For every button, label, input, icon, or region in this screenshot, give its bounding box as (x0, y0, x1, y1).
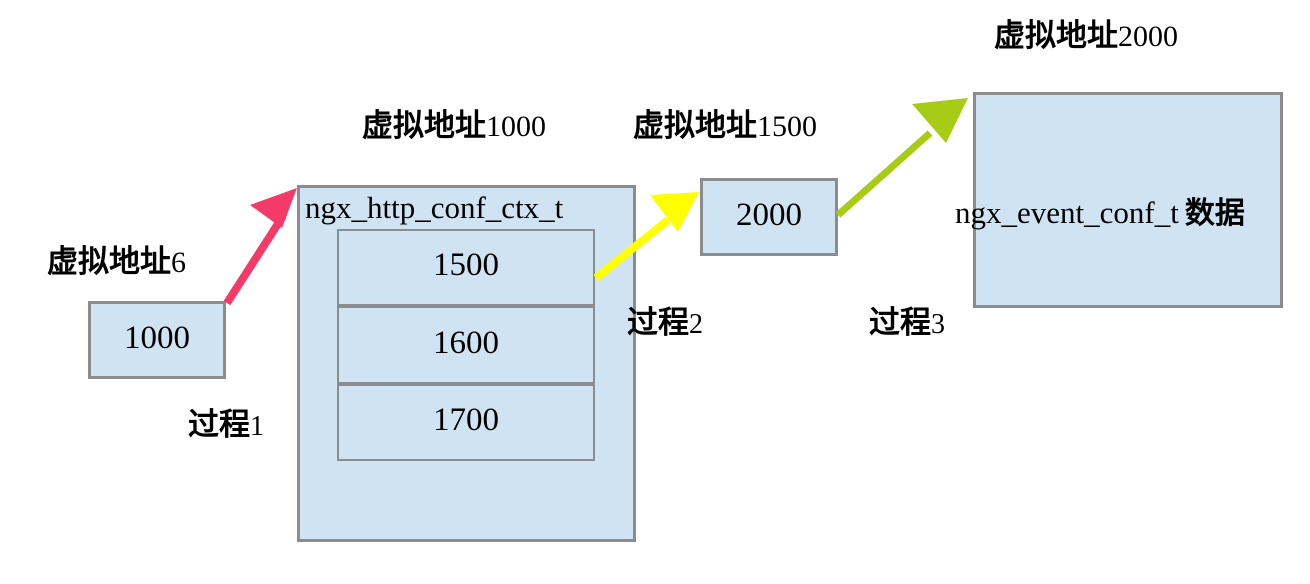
ctx-slot-1 (337, 306, 595, 384)
address-label-1500-value: 1500 (757, 110, 817, 143)
mid-pointer-box-value: 2000 (736, 197, 802, 233)
process3-arrow (835, 98, 968, 218)
address-label-2000: 虚拟地址2000 (994, 20, 1178, 52)
address-label-6-value: 6 (171, 246, 186, 279)
address-label-1000-value: 1000 (486, 110, 546, 143)
process-label-3: 过程3 (869, 307, 945, 339)
ctx-slot-0 (337, 229, 595, 306)
address-label-1500-text: 虚拟地址 (633, 108, 757, 144)
pointer-box-value: 1000 (124, 320, 190, 356)
address-label-2000-text: 虚拟地址 (994, 18, 1118, 54)
process-label-2-value: 2 (689, 309, 703, 340)
event-conf-suffix: 数据 (1184, 196, 1245, 231)
process-label-3-text: 过程 (869, 305, 931, 341)
process-label-2-text: 过程 (627, 305, 689, 341)
ctx-slot-2 (337, 384, 595, 461)
event-conf-box (973, 92, 1283, 308)
event-conf-type-name-text: ngx_event_conf_t (955, 195, 1179, 230)
address-label-6: 虚拟地址6 (47, 246, 186, 278)
process-label-1-text: 过程 (188, 407, 250, 443)
address-label-1000: 虚拟地址1000 (362, 110, 546, 142)
process-label-2: 过程2 (627, 307, 703, 339)
ctx-struct-type-name: ngx_http_conf_ctx_t (305, 190, 564, 225)
ctx-slot-0-value: 1500 (433, 247, 499, 283)
ctx-slot-2-value: 1700 (433, 402, 499, 438)
address-label-2000-value: 2000 (1118, 20, 1178, 53)
pointer-box (88, 301, 226, 379)
process1-arrow (223, 188, 297, 306)
process-label-1-value: 1 (250, 411, 264, 442)
address-label-6-text: 虚拟地址 (47, 244, 171, 280)
address-label-1500: 虚拟地址1500 (633, 110, 817, 142)
process-label-1: 过程1 (188, 409, 264, 441)
ctx-slot-1-value: 1600 (433, 325, 499, 361)
process-label-3-value: 3 (931, 309, 945, 340)
address-label-1000-text: 虚拟地址 (362, 108, 486, 144)
mid-pointer-box (700, 178, 838, 256)
